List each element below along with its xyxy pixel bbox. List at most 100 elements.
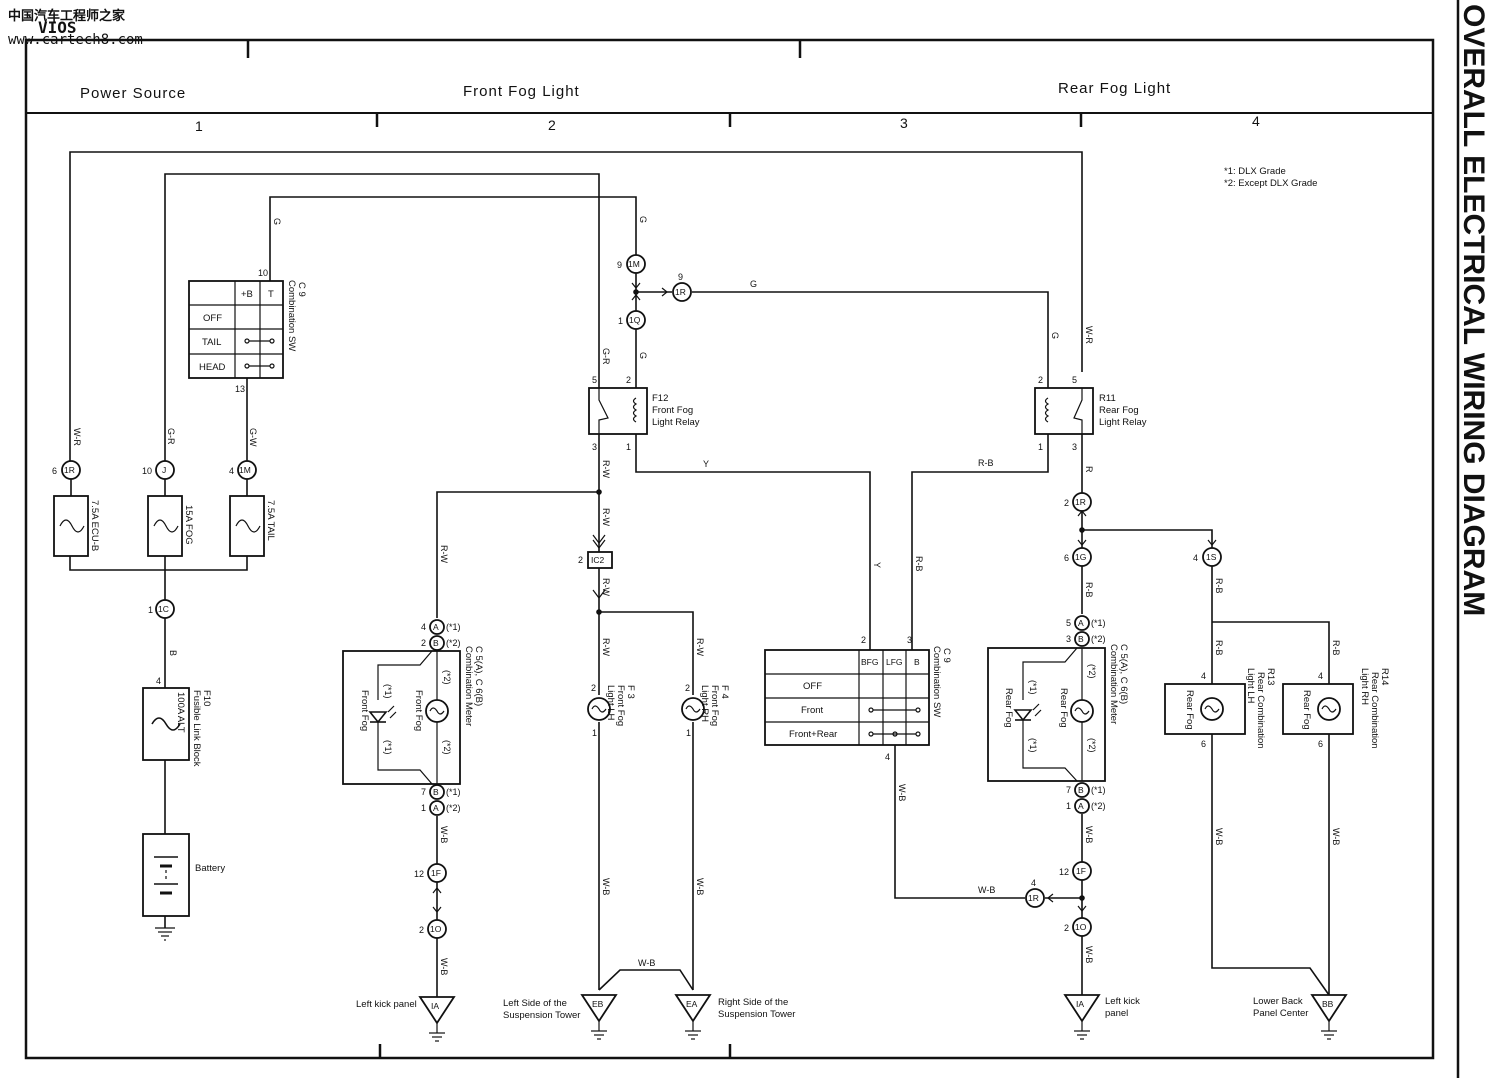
svg-text:4: 4 (1318, 671, 1323, 681)
svg-text:Rear Fog: Rear Fog (1301, 690, 1312, 730)
column-3: 3 (900, 115, 908, 131)
svg-text:Front Fog: Front Fog (709, 685, 720, 726)
svg-text:12: 12 (414, 869, 424, 879)
svg-text:(*2): (*2) (446, 638, 461, 648)
svg-text:G-W: G-W (248, 428, 258, 447)
junction-1Q: 1Q 1 G (618, 282, 648, 359)
svg-text:1: 1 (148, 605, 153, 615)
svg-text:Front+Rear: Front+Rear (789, 729, 837, 740)
note-2: *2: Except DLX Grade (1224, 178, 1317, 189)
svg-text:LFG: LFG (886, 657, 903, 667)
wire-label-wb-10: W-B (1214, 828, 1224, 845)
svg-text:Front Fog: Front Fog (652, 405, 693, 416)
svg-text:1M: 1M (239, 465, 251, 475)
svg-text:+B: +B (241, 289, 253, 300)
svg-text:(*1): (*1) (446, 622, 461, 632)
svg-text:W-R: W-R (72, 428, 82, 446)
svg-text:G: G (638, 216, 648, 223)
svg-text:Fusible Link Block: Fusible Link Block (191, 690, 202, 767)
svg-text:A: A (433, 622, 439, 632)
svg-text:A: A (1078, 618, 1084, 628)
svg-text:1R: 1R (1075, 497, 1086, 507)
wires (69, 151, 1330, 997)
svg-text:Combination Meter: Combination Meter (463, 646, 474, 726)
svg-text:4: 4 (156, 676, 161, 686)
wire-label-rw-6: R-W (695, 638, 705, 656)
svg-text:Left kick: Left kick (1105, 996, 1140, 1007)
column-1: 1 (195, 118, 203, 134)
svg-text:9: 9 (617, 260, 622, 270)
svg-text:BB: BB (1322, 999, 1334, 1009)
note-1: *1: DLX Grade (1224, 166, 1286, 177)
svg-text:(*2): (*2) (1087, 738, 1097, 753)
connector-1C: 1C 1 B (148, 599, 178, 656)
wire-label-wb-4: W-B (695, 878, 705, 895)
junction-1R-bottom: 1R 4 (1025, 878, 1054, 908)
wire-label-rw-5: R-W (601, 638, 611, 656)
svg-text:G: G (638, 352, 648, 359)
wire-label-rw-3: R-W (601, 578, 611, 596)
section-rear-fog: Rear Fog Light (1058, 80, 1171, 97)
svg-text:Light LH: Light LH (1245, 668, 1256, 704)
svg-text:5: 5 (592, 375, 597, 385)
svg-text:Right Side of the: Right Side of the (718, 997, 788, 1008)
svg-text:1: 1 (592, 728, 597, 738)
wire-label-wb-3: W-B (601, 878, 611, 895)
junction-1R-top: 1R 9 G (661, 272, 757, 302)
svg-text:B: B (433, 638, 439, 648)
svg-text:Rear Fog: Rear Fog (1003, 688, 1014, 728)
junction-1S: 1S 4 (1193, 539, 1222, 567)
wire-label-wb-11: W-B (1331, 828, 1341, 845)
svg-text:6: 6 (1201, 739, 1206, 749)
svg-text:A: A (1078, 801, 1084, 811)
svg-text:6: 6 (1318, 739, 1323, 749)
svg-text:Panel Center: Panel Center (1253, 1008, 1308, 1019)
junction-1F-rear: 1F 12 (1059, 861, 1092, 912)
wire-label-wb-5: W-B (638, 958, 655, 968)
combination-switch-fog: BFG LFG B OFF Front Front+Rear 2 3 4 C 9… (764, 635, 952, 762)
svg-text:Combination SW: Combination SW (286, 280, 297, 351)
wire-label-y-2: Y (872, 562, 882, 568)
svg-text:R11: R11 (1099, 393, 1116, 404)
svg-text:13: 13 (235, 384, 245, 394)
wire-label-wb-6: W-B (897, 784, 907, 801)
wire-label-wb-7: W-B (978, 885, 995, 895)
ground-EA: EA Right Side of the Suspension Tower (674, 994, 795, 1040)
svg-text:4: 4 (1031, 878, 1036, 888)
svg-text:(*2): (*2) (442, 670, 452, 685)
wire-label-gr: G-R (601, 348, 611, 365)
svg-text:10: 10 (258, 268, 268, 278)
wire-label-wr: W-R (1084, 326, 1094, 344)
svg-text:2: 2 (1038, 375, 1043, 385)
wire-label-wb-1: W-B (439, 826, 449, 843)
svg-text:2: 2 (626, 375, 631, 385)
svg-text:1R: 1R (64, 465, 75, 475)
svg-text:7: 7 (421, 787, 426, 797)
section-power-source: Power Source (80, 85, 186, 102)
svg-text:7.5A TAIL: 7.5A TAIL (265, 500, 276, 541)
fuse-fog: J 10 15A FOG G-R (142, 428, 194, 557)
svg-text:4: 4 (885, 752, 890, 762)
rear-fog-relay: 2 5 1 3 R11 Rear Fog Light Relay (1034, 375, 1147, 452)
svg-text:Light RH: Light RH (699, 685, 710, 722)
connector-IC2: IC2 2 (578, 534, 613, 599)
front-fog-relay: 5 2 3 1 F12 Front Fog Light Relay (588, 375, 700, 452)
svg-text:3: 3 (907, 635, 912, 645)
svg-text:C 5(A), C 6(B): C 5(A), C 6(B) (473, 646, 484, 706)
svg-text:7.5A ECU-B: 7.5A ECU-B (89, 500, 100, 551)
wire-label-y-1: Y (703, 459, 709, 469)
svg-text:Lower Back: Lower Back (1253, 996, 1303, 1007)
svg-text:(*1): (*1) (1091, 618, 1106, 628)
svg-text:(*2): (*2) (1091, 801, 1106, 811)
svg-text:(*1): (*1) (1028, 680, 1038, 695)
svg-text:12: 12 (1059, 867, 1069, 877)
svg-text:100A ALT: 100A ALT (175, 692, 186, 733)
wire-label-rb-5: R-B (1214, 640, 1224, 656)
svg-text:(*1): (*1) (383, 684, 393, 699)
svg-text:BFG: BFG (861, 657, 878, 667)
svg-text:OFF: OFF (203, 313, 222, 324)
svg-text:C 9: C 9 (296, 282, 307, 297)
ground-EB: EB Left Side of the Suspension Tower (503, 994, 618, 1040)
svg-text:R14: R14 (1379, 668, 1390, 685)
